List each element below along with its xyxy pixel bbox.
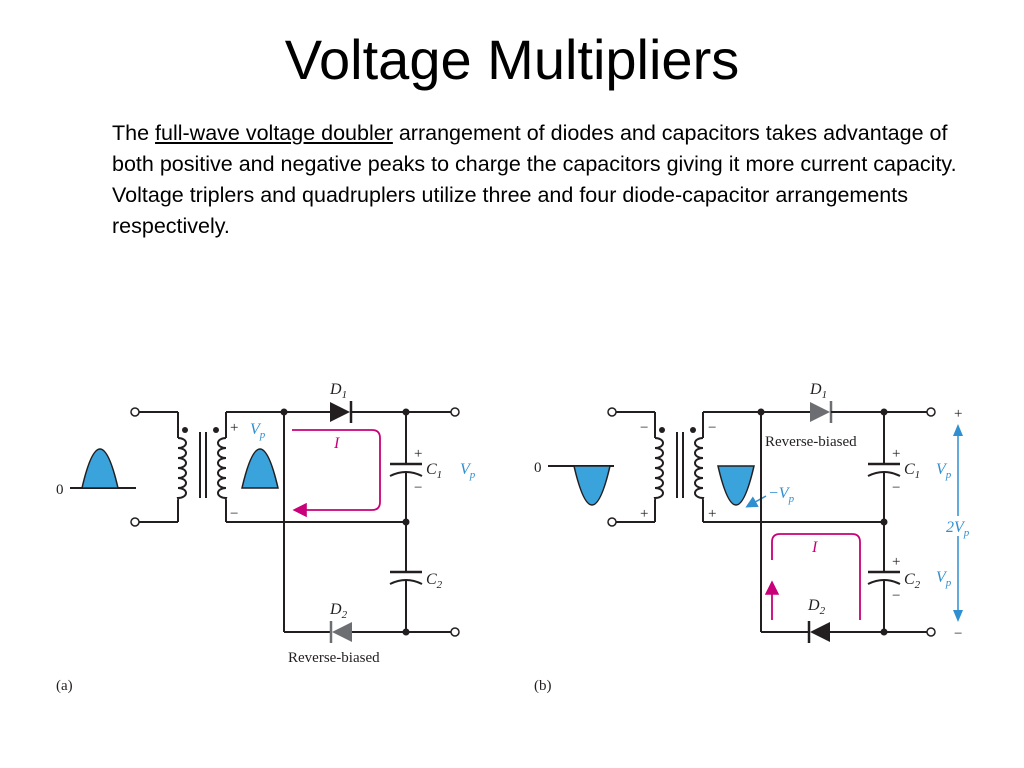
figure-b: 0 − + − + −Vp D1 Reverse-biased <box>534 381 978 694</box>
secondary-positive-halfwave <box>241 448 279 489</box>
zero-label: 0 <box>56 482 64 498</box>
caption-a: (a) <box>56 678 73 694</box>
junction-dot <box>402 628 410 636</box>
two-vp-label: 2Vp <box>946 519 970 539</box>
input-terminal <box>130 407 140 417</box>
svg-text:+: + <box>708 506 716 522</box>
input-terminal <box>607 407 617 417</box>
svg-text:−: − <box>708 420 716 436</box>
input-negative-halfwave <box>573 465 611 506</box>
c1-label: C1 <box>904 461 920 481</box>
diode-d1 <box>330 402 350 422</box>
output-terminal <box>926 407 936 417</box>
vp-c1-label: Vp <box>460 461 476 481</box>
polarity-dot <box>213 427 219 433</box>
c2-label: C2 <box>426 571 443 591</box>
diode-d2 <box>810 622 830 642</box>
c2-label: C2 <box>904 571 921 591</box>
input-terminal <box>130 517 140 527</box>
current-label: I <box>811 539 818 556</box>
neg-vp-label: −Vp <box>768 485 795 505</box>
secondary-coil <box>694 437 705 501</box>
reverse-biased-label: Reverse-biased <box>288 650 380 666</box>
para-suffix: arrangement of diodes and capacitors tak… <box>112 121 957 238</box>
vp-label: Vp <box>250 421 266 441</box>
polarity-dot <box>182 427 188 433</box>
input-terminal <box>607 517 617 527</box>
output-terminal <box>450 407 460 417</box>
d1-label: D1 <box>809 381 827 401</box>
primary-coil <box>176 437 187 501</box>
svg-text:+: + <box>892 554 900 570</box>
svg-text:−: − <box>414 480 422 496</box>
para-term-link: full-wave voltage doubler <box>155 121 393 145</box>
para-prefix: The <box>112 121 156 145</box>
slide-title: Voltage Multipliers <box>284 28 740 91</box>
current-path <box>292 429 381 518</box>
zero-label: 0 <box>534 460 542 476</box>
svg-text:+: + <box>640 506 648 522</box>
svg-text:−: − <box>892 480 900 496</box>
current-label: I <box>333 435 340 452</box>
diode-d2 <box>332 622 352 642</box>
svg-text:+: + <box>414 446 422 462</box>
junction-dot <box>880 628 888 636</box>
input-positive-halfwave <box>81 448 119 489</box>
d2-label: D2 <box>807 597 826 617</box>
polarity-dot <box>690 427 696 433</box>
secondary-coil <box>217 437 228 501</box>
polarity-dot <box>659 427 665 433</box>
primary-coil <box>653 437 664 501</box>
svg-text:+: + <box>892 446 900 462</box>
diode-d1 <box>810 402 830 422</box>
plus-sign: + <box>230 420 238 436</box>
figure-a: 0 + − Vp D1 <box>56 381 476 694</box>
output-terminal <box>450 627 460 637</box>
c1-label: C1 <box>426 461 442 481</box>
svg-text:+: + <box>954 406 962 422</box>
secondary-negative-halfwave <box>717 465 755 506</box>
svg-text:−: − <box>892 588 900 604</box>
current-path <box>771 533 861 620</box>
vp-c2-label: Vp <box>936 569 952 589</box>
output-terminal <box>926 627 936 637</box>
caption-b: (b) <box>534 678 552 694</box>
svg-text:−: − <box>954 626 962 642</box>
d2-label: D2 <box>329 601 348 621</box>
d1-label: D1 <box>329 381 347 401</box>
svg-text:−: − <box>640 420 648 436</box>
reverse-biased-label: Reverse-biased <box>765 434 857 450</box>
slide-paragraph: The full-wave voltage doubler arrangemen… <box>112 118 962 242</box>
vp-c1-label: Vp <box>936 461 952 481</box>
minus-sign: − <box>230 506 238 522</box>
